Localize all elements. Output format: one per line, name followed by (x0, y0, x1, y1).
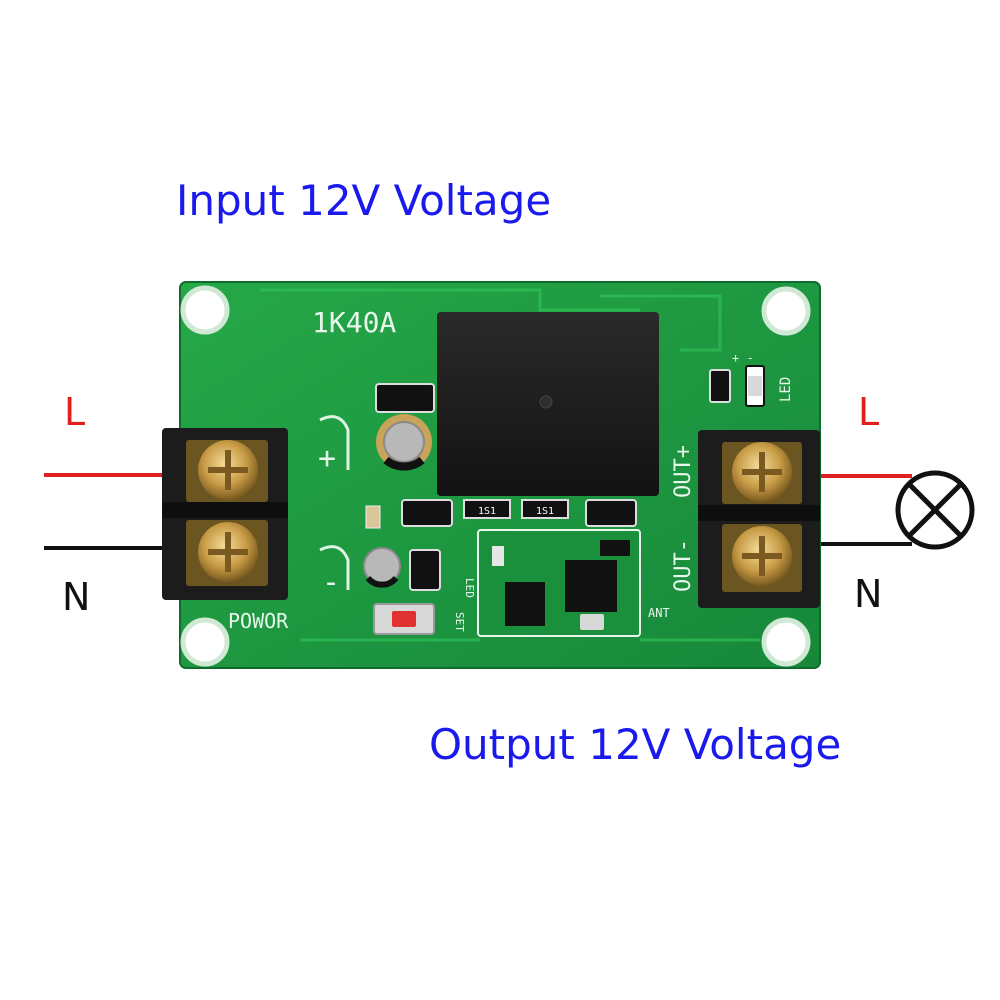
input-plus-label: + (318, 441, 336, 476)
led-label: LED (778, 377, 794, 402)
resistor-code-2: 1S1 (536, 506, 554, 517)
antenna-label: ANT (648, 606, 670, 620)
resistor-code-1: 1S1 (478, 506, 496, 517)
module-led-label: LED (463, 578, 476, 598)
input-line-label: L (64, 390, 86, 434)
output-neutral-label: N (854, 572, 883, 616)
resistor: 1S1 (463, 499, 511, 519)
led-polarity-label: + - (732, 351, 754, 365)
output-wires (815, 474, 912, 546)
mounting-hole (180, 617, 230, 667)
board-model-label: 1K40A (312, 306, 396, 339)
silkscreen: 1K40A POWOR + - OUT+ OUT- LED + - LED SE… (228, 306, 794, 633)
input-terminal-block (162, 428, 288, 600)
module-set-label: SET (453, 612, 466, 632)
input-minus-label: - (322, 565, 340, 600)
smd-components (365, 365, 765, 591)
mounting-hole (761, 286, 811, 336)
set-button (373, 603, 435, 635)
resistor: 1S1 (521, 499, 569, 519)
mounting-hole (180, 285, 230, 335)
electrolytic-capacitor (376, 414, 432, 471)
output-terminal-block (698, 430, 820, 608)
power-label: POWOR (228, 609, 289, 633)
lamp-icon (895, 470, 975, 550)
output-plus-label: OUT+ (671, 445, 696, 498)
relay (437, 312, 659, 496)
input-voltage-caption: Input 12V Voltage (176, 176, 552, 225)
input-wires (44, 473, 178, 550)
input-neutral-label: N (62, 575, 91, 619)
output-voltage-caption: Output 12V Voltage (429, 720, 842, 769)
receiver-module (477, 529, 641, 637)
small-capacitor (363, 547, 401, 588)
output-minus-label: OUT- (671, 539, 696, 592)
mounting-hole (761, 617, 811, 667)
output-line-label: L (858, 390, 880, 434)
